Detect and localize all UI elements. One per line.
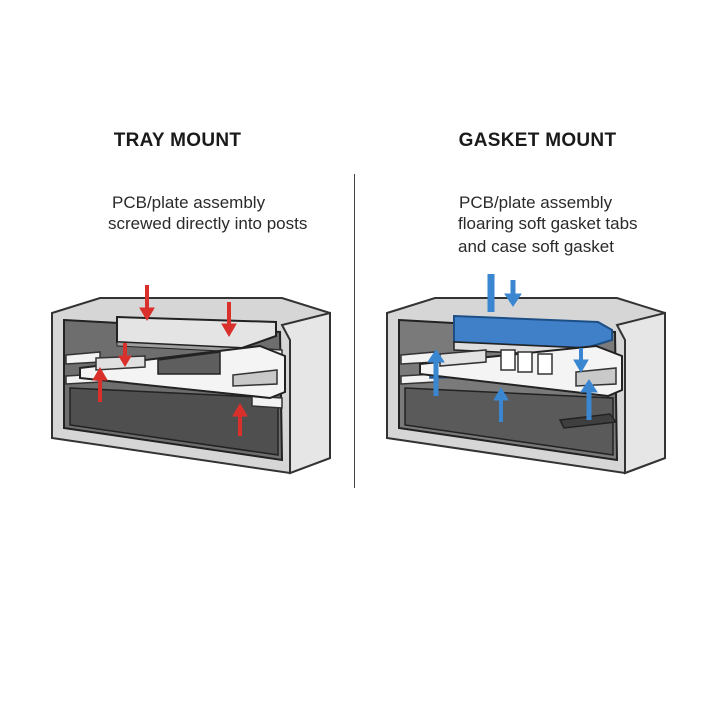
arrow-down-1-head <box>139 307 155 321</box>
switch-3 <box>537 353 553 375</box>
rail-left-upper <box>65 351 101 365</box>
arrow-down-3-head <box>118 355 132 367</box>
pcb-component-right <box>575 367 617 387</box>
arrow-up-2-head <box>232 403 248 417</box>
pcb-component-right <box>232 369 278 387</box>
panel-divider <box>354 174 355 488</box>
arrow-down-small-head <box>504 293 522 307</box>
arrow-up-1-head <box>92 367 108 381</box>
top-plate <box>116 315 277 350</box>
gasket-mount-force-arrows <box>427 274 598 422</box>
gasket-mount-desc-line-3: and case soft gasket <box>458 237 614 256</box>
switch-1 <box>500 349 516 371</box>
case-floor <box>404 387 614 456</box>
arrow-down-right-head <box>573 359 589 373</box>
gasket-mount-title: GASKET MOUNT <box>458 130 617 151</box>
pcb-chip <box>157 351 221 375</box>
gasket-mount-diagram <box>386 274 666 475</box>
tray-mount-desc-line-2: screwed directly into posts <box>108 214 308 233</box>
gasket-mount-desc-line-1: PCB/plate assembly <box>459 193 613 212</box>
gasket-tab <box>558 413 618 429</box>
case-side-face <box>280 311 331 475</box>
tray-mount-desc-line-1: PCB/plate assembly <box>112 193 266 212</box>
gasket-mount-panel: GASKET MOUNT PCB/plate assembly floaring… <box>360 0 715 720</box>
arrow-up-right-head <box>580 379 598 393</box>
tray-mount-panel: TRAY MOUNT PCB/plate assembly screwed di… <box>0 0 355 720</box>
arrow-down-2-head <box>221 323 237 337</box>
tray-mount-title: TRAY MOUNT <box>113 130 242 151</box>
arrow-up-center-head <box>493 387 509 401</box>
gasket-mount-desc-line-2: floaring soft gasket tabs <box>458 214 638 233</box>
tray-mount-diagram <box>51 285 331 475</box>
switch-2 <box>517 351 533 373</box>
case-floor <box>69 387 279 456</box>
case-side-face <box>615 311 666 475</box>
arrow-up-left-head <box>427 349 445 363</box>
tray-mount-force-arrows <box>92 285 248 436</box>
